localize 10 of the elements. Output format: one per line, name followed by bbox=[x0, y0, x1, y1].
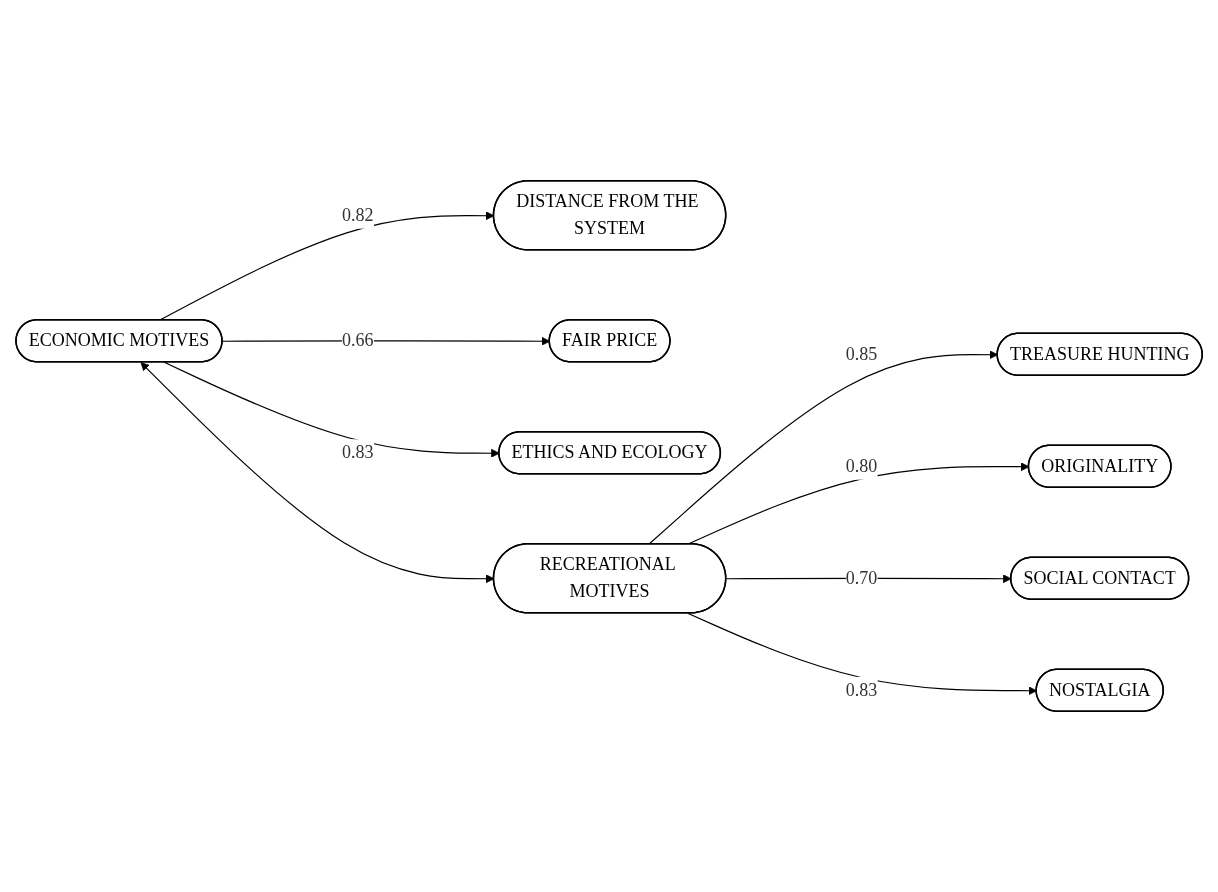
edge-label: 0.70 bbox=[845, 567, 878, 588]
edge-label: 0.85 bbox=[845, 343, 878, 364]
arrow bbox=[687, 612, 1037, 696]
edge-label: 0.83 bbox=[341, 442, 374, 463]
edge-label: 0.82 bbox=[341, 204, 374, 225]
arrow bbox=[163, 361, 500, 458]
edge-label: 0.80 bbox=[845, 455, 878, 476]
edge-label: 0.83 bbox=[845, 679, 878, 700]
edge-label: 0.66 bbox=[341, 330, 374, 351]
arrow bbox=[648, 350, 998, 545]
